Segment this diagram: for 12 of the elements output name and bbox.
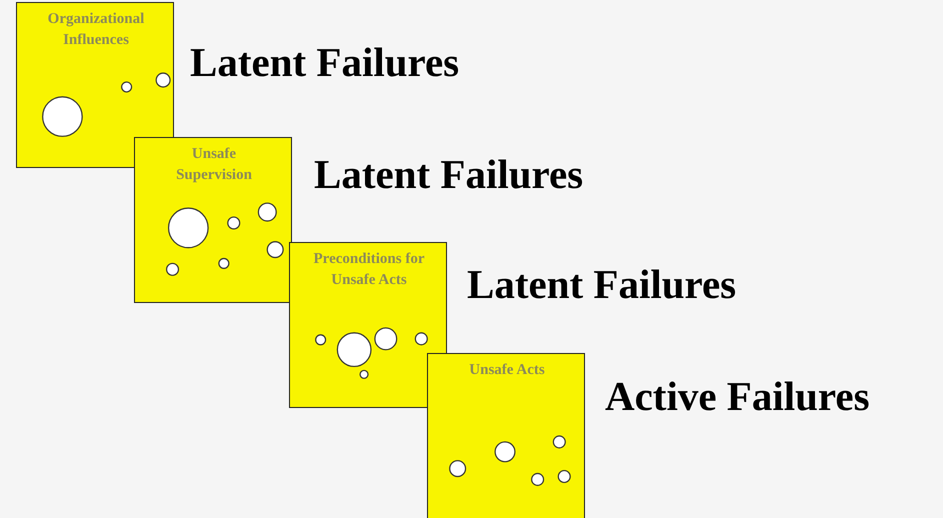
- cheese-slice: [289, 242, 447, 408]
- layer-title: Unsafe Acts: [468, 361, 546, 380]
- cheese-slice: [134, 137, 292, 303]
- cheese-slice: [16, 2, 174, 168]
- layer-title: Unsafe Supervision: [175, 145, 253, 185]
- failure-type-label: Latent Failures: [314, 150, 584, 198]
- layer-title: Organizational Influences: [46, 10, 146, 50]
- layer-title: Preconditions for Unsafe Acts: [312, 250, 426, 290]
- cheese-slice: [427, 353, 585, 518]
- failure-type-label: Active Failures: [605, 372, 870, 420]
- failure-type-label: Latent Failures: [190, 38, 460, 86]
- failure-type-label: Latent Failures: [467, 260, 736, 308]
